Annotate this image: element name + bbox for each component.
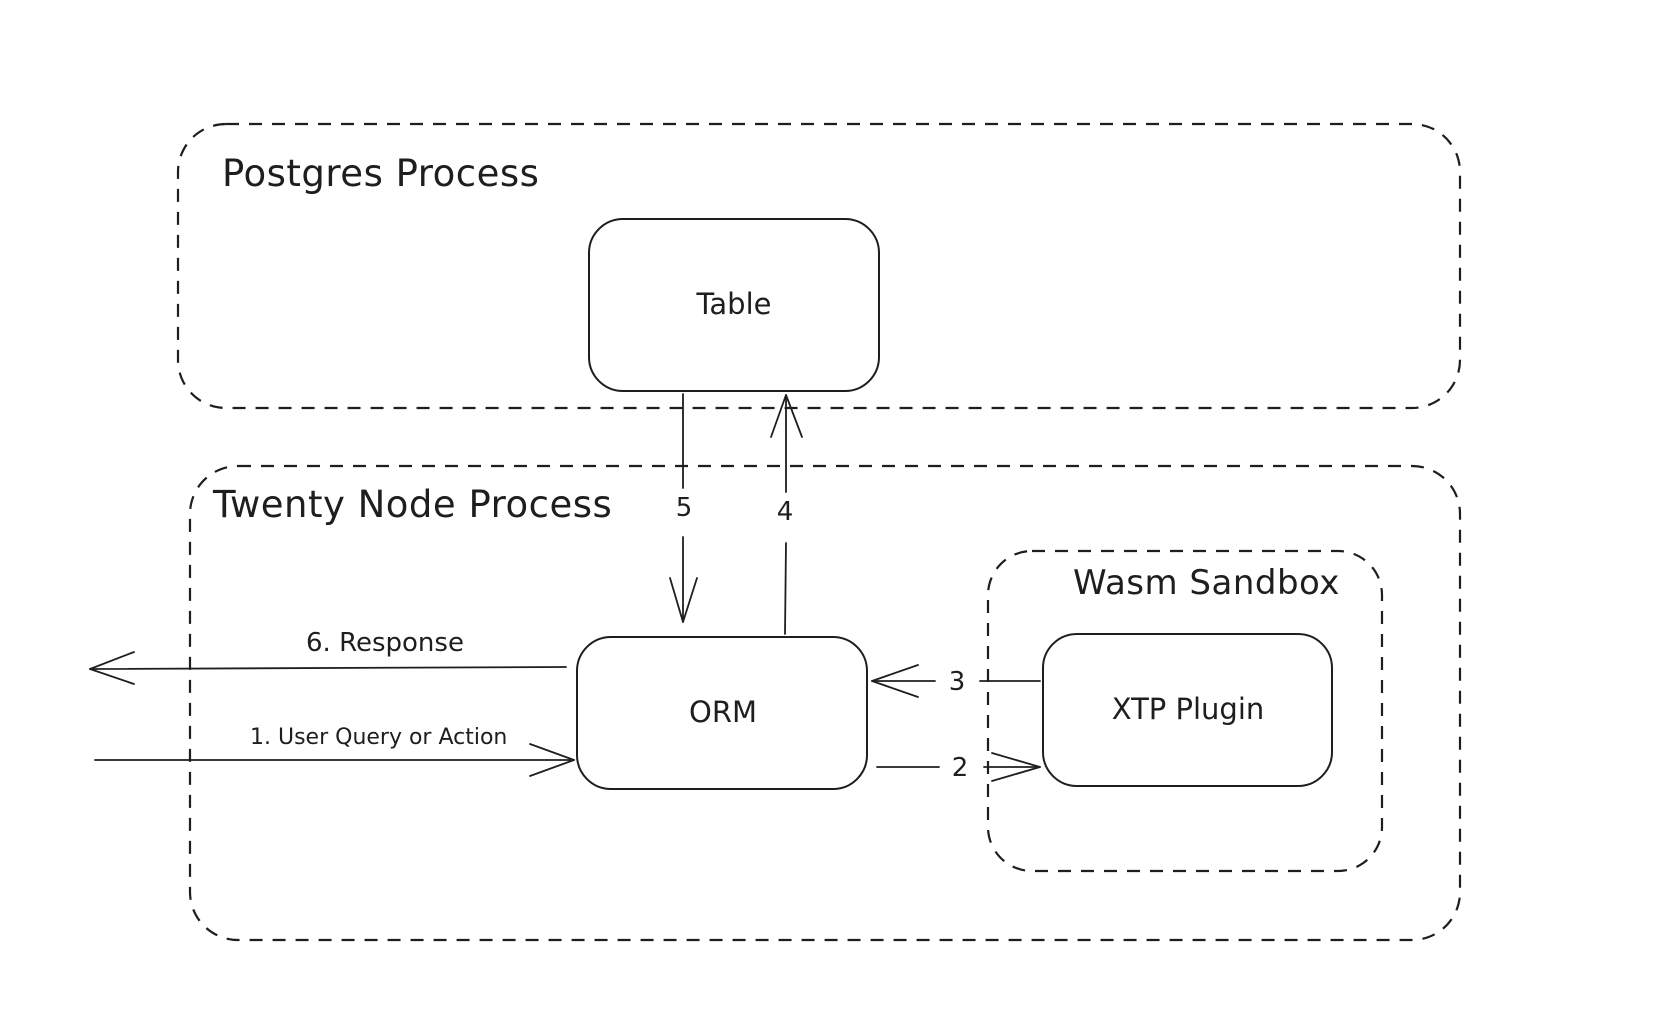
edge-table-to-orm: 5 [669,393,698,623]
edge-orm-to-table-line-a [784,542,787,635]
edge-plugin-to-orm-label: 3 [949,667,966,697]
orm-node-box [576,636,868,790]
edge-orm-to-table: 4 [770,394,803,635]
postgres-process-group [176,122,1462,410]
edge-plugin-to-orm: 3 [871,664,1041,698]
edge-response-arrowhead [89,651,135,685]
xtp-plugin-node[interactable]: XTP Plugin [1042,633,1333,787]
wasm-sandbox-group [986,549,1384,873]
orm-node[interactable]: ORM [576,636,868,790]
xtp-plugin-node-box [1042,633,1333,787]
edge-orm-to-table-arrowhead [770,394,803,438]
twenty-node-process-title: Twenty Node Process [212,483,612,526]
edge-user-query: 1. User Query or Action [94,725,575,777]
edge-user-query-label: 1. User Query or Action [250,725,507,750]
edge-orm-to-plugin-arrowhead [991,752,1041,782]
table-node-label: Table [696,287,772,321]
edge-user-query-arrowhead [529,743,575,777]
edge-response: 6. Response [89,628,567,685]
edge-orm-to-plugin: 2 [876,752,1041,783]
table-node[interactable]: Table [588,218,880,392]
edge-response-label: 6. Response [306,628,464,658]
edge-table-to-orm-arrowhead [669,577,698,623]
twenty-node-process-group [188,464,1462,942]
edge-table-to-orm-label: 5 [676,493,693,523]
orm-node-label: ORM [689,695,757,729]
edge-orm-to-table-label: 4 [777,497,794,527]
edge-plugin-to-orm-arrowhead [871,664,919,698]
postgres-process-title: Postgres Process [222,152,539,195]
xtp-plugin-node-label: XTP Plugin [1112,692,1265,726]
table-node-box [588,218,880,392]
edge-orm-to-plugin-label: 2 [952,753,969,783]
edge-response-line [89,666,567,670]
wasm-sandbox-title: Wasm Sandbox [1073,563,1340,603]
